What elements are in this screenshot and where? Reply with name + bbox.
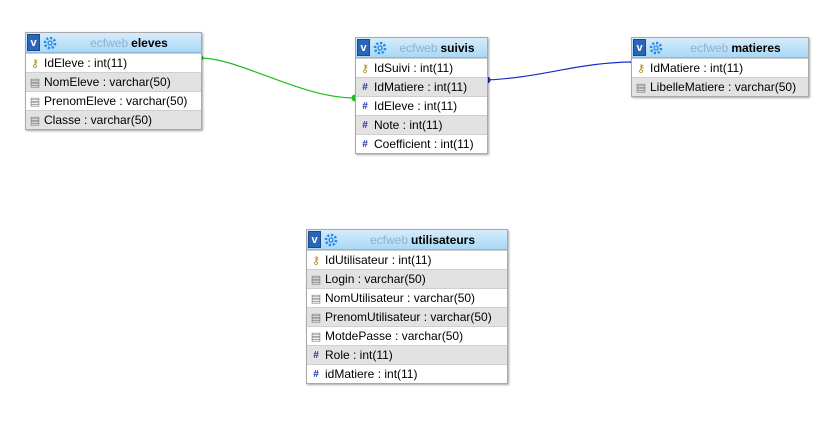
column-row[interactable]: ⚷ IdUtilisateur : int(11) [307, 250, 507, 269]
column-label: NomUtilisateur : varchar(50) [325, 291, 476, 305]
column-label: Classe : varchar(50) [44, 113, 153, 127]
numeric-column-icon: # [362, 100, 368, 112]
text-column-icon: ▤ [29, 114, 41, 127]
column-row[interactable]: ⚷ IdMatiere : int(11) [632, 58, 808, 77]
column-row[interactable]: # idMatiere : int(11) [307, 364, 507, 383]
column-row[interactable]: ▤Classe : varchar(50) [26, 110, 201, 129]
column-row[interactable]: ▤LibelleMatiere : varchar(50) [632, 77, 808, 96]
numeric-column-icon: # [313, 368, 319, 380]
table-name: suivis [440, 40, 475, 55]
collapse-toggle-icon[interactable]: v [633, 39, 646, 56]
numeric-column-icon: # [362, 119, 368, 131]
primary-key-icon: ⚷ [360, 62, 370, 75]
column-row[interactable]: ▤NomEleve : varchar(50) [26, 72, 201, 91]
column-row[interactable]: ▤PrenomEleve : varchar(50) [26, 91, 201, 110]
gear-icon[interactable] [43, 36, 57, 50]
database-name: ecfweb [90, 35, 129, 50]
column-row[interactable]: ⚷ IdEleve : int(11) [26, 53, 201, 72]
text-column-icon: ▤ [310, 330, 322, 343]
collapse-toggle-icon[interactable]: v [357, 39, 370, 56]
text-column-icon: ▤ [310, 292, 322, 305]
column-label: IdMatiere : int(11) [650, 61, 744, 75]
text-column-icon: ▤ [29, 95, 41, 108]
column-label: IdMatiere : int(11) [374, 80, 468, 94]
column-row[interactable]: # Role : int(11) [307, 345, 507, 364]
column-row[interactable]: # IdMatiere : int(11) [356, 77, 487, 96]
column-row[interactable]: # IdEleve : int(11) [356, 96, 487, 115]
table-name: utilisateurs [411, 232, 476, 247]
text-column-icon: ▤ [310, 273, 322, 286]
primary-key-icon: ⚷ [311, 254, 321, 267]
column-row[interactable]: ▤MotdePasse : varchar(50) [307, 326, 507, 345]
column-label: IdUtilisateur : int(11) [325, 253, 432, 267]
column-row[interactable]: # Coefficient : int(11) [356, 134, 487, 153]
column-label: IdSuivi : int(11) [374, 61, 454, 75]
column-label: IdEleve : int(11) [374, 99, 458, 113]
column-label: MotdePasse : varchar(50) [325, 329, 464, 343]
text-column-icon: ▤ [29, 76, 41, 89]
gear-icon[interactable] [373, 41, 387, 55]
text-column-icon: ▤ [635, 81, 647, 94]
column-label: Role : int(11) [325, 348, 393, 362]
column-label: Note : int(11) [374, 118, 443, 132]
column-label: Coefficient : int(11) [374, 137, 474, 151]
column-label: PrenomUtilisateur : varchar(50) [325, 310, 492, 324]
gear-icon[interactable] [649, 41, 663, 55]
table-name: eleves [131, 35, 168, 50]
database-name: ecfweb [369, 232, 408, 247]
table-name: matieres [731, 40, 781, 55]
column-label: Login : varchar(50) [325, 272, 426, 286]
column-row[interactable]: ⚷ IdSuivi : int(11) [356, 58, 487, 77]
column-label: IdEleve : int(11) [44, 56, 128, 70]
numeric-column-icon: # [313, 349, 319, 361]
collapse-toggle-icon[interactable]: v [27, 34, 40, 51]
numeric-column-icon: # [362, 138, 368, 150]
database-name: ecfweb [690, 40, 729, 55]
relation-eleves-suivis [199, 57, 356, 99]
text-column-icon: ▤ [310, 311, 322, 324]
column-row[interactable]: ▤NomUtilisateur : varchar(50) [307, 288, 507, 307]
primary-key-icon: ⚷ [636, 62, 646, 75]
column-label: idMatiere : int(11) [325, 367, 418, 381]
database-name: ecfweb [399, 40, 438, 55]
primary-key-icon: ⚷ [30, 57, 40, 70]
gear-icon[interactable] [324, 233, 338, 247]
column-label: LibelleMatiere : varchar(50) [650, 80, 797, 94]
column-row[interactable]: ▤PrenomUtilisateur : varchar(50) [307, 307, 507, 326]
collapse-toggle-icon[interactable]: v [308, 231, 321, 248]
column-label: PrenomEleve : varchar(50) [44, 94, 188, 108]
column-row[interactable]: ▤Login : varchar(50) [307, 269, 507, 288]
relation-suivis-matieres [485, 61, 634, 81]
column-label: NomEleve : varchar(50) [44, 75, 171, 89]
numeric-column-icon: # [362, 81, 368, 93]
column-row[interactable]: # Note : int(11) [356, 115, 487, 134]
